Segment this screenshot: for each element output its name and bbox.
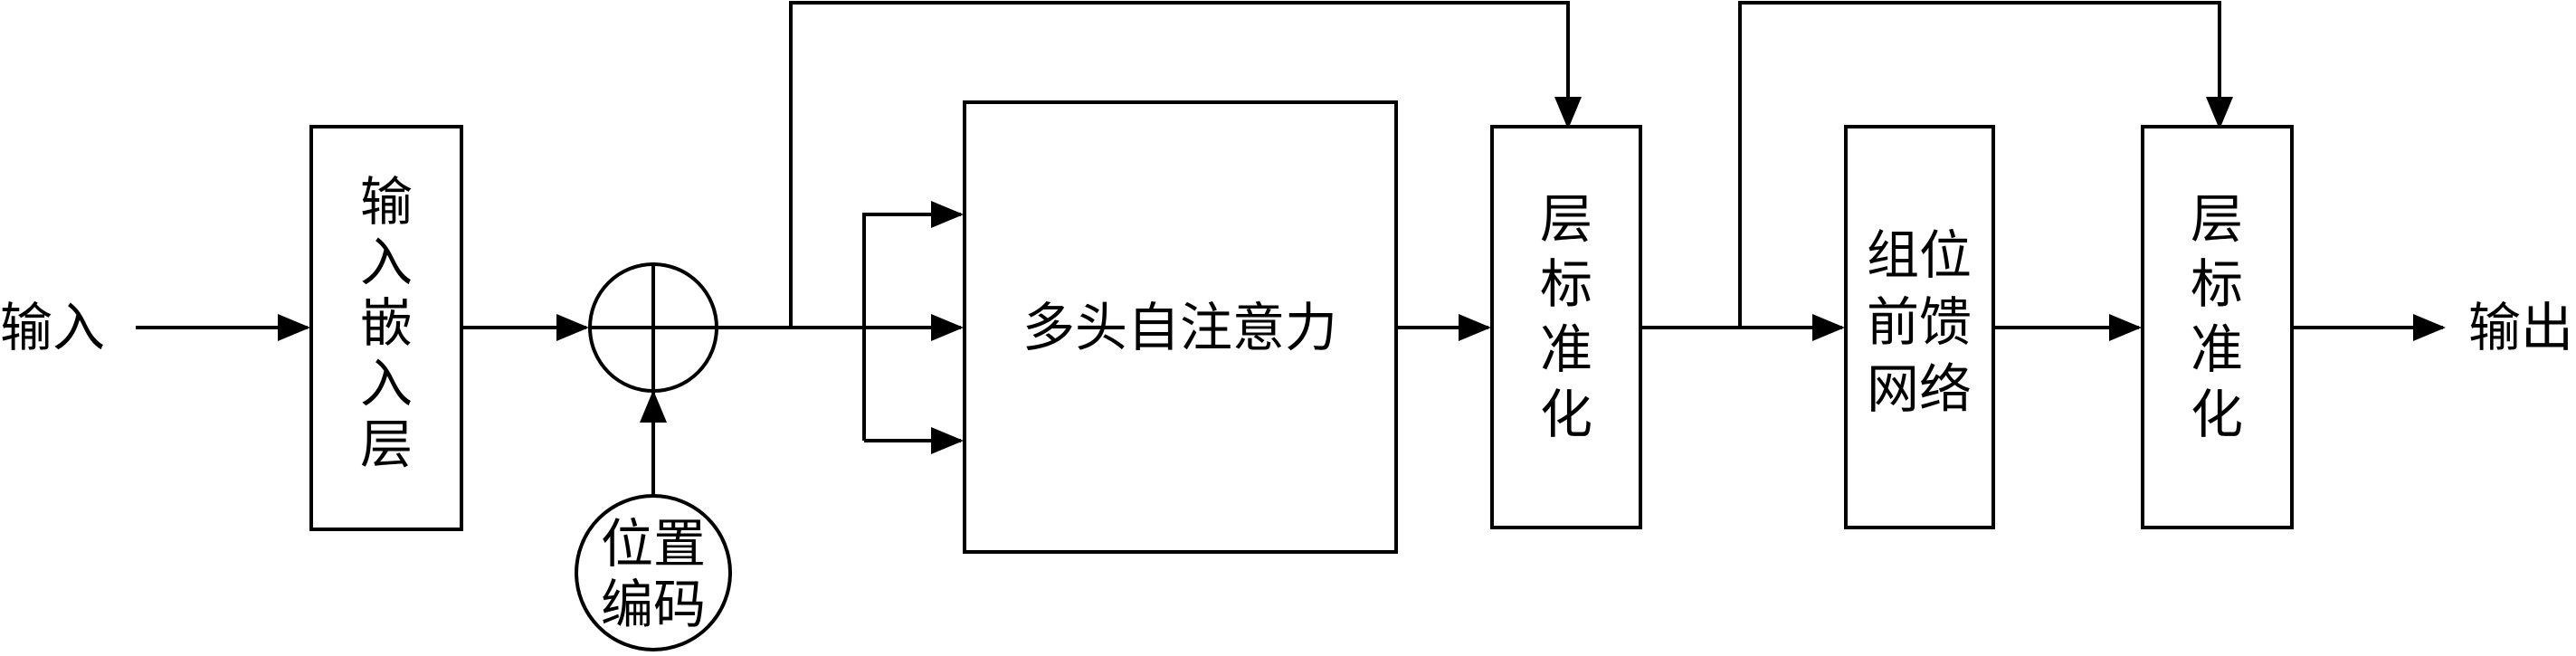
residual-connection-1 [789, 1, 1582, 328]
feed-forward-network: 组位 前馈 网络 [1844, 125, 1995, 529]
layer-norm-1-char-4: 化 [1540, 384, 1592, 445]
ffn-line-1: 组位 [1867, 224, 1972, 286]
multi-head-attention-box [963, 100, 1398, 554]
input-embedding-char-1: 输 [360, 171, 413, 233]
input-embedding-char-2: 入 [360, 232, 413, 293]
layer-norm-1-box [1490, 125, 1642, 529]
residual-connection-2 [1738, 1, 2233, 328]
input-embedding-layer: 输 入 嵌 入 层 [309, 125, 463, 531]
input-embedding-box [309, 125, 463, 531]
ffn-line-3: 网络 [1867, 358, 1972, 420]
positional-encoding-line-1: 位置 [601, 513, 706, 575]
positional-encoding: 位置 编码 [575, 494, 732, 651]
input-embedding-char-4: 入 [360, 353, 413, 414]
output-label: 输出 [2468, 297, 2573, 358]
layer-norm-1-char-2: 标 [1540, 253, 1592, 315]
layer-norm-1-char-3: 准 [1540, 318, 1592, 380]
positional-encoding-circle [575, 494, 732, 651]
layer-norm-1: 层 标 准 化 [1490, 125, 1642, 529]
layer-norm-2-char-1: 层 [2191, 188, 2243, 250]
positional-encoding-line-2: 编码 [601, 574, 706, 635]
add-operator [588, 262, 718, 393]
multi-head-attention-label: 多头自注意力 [1022, 297, 1337, 358]
ffn-box [1844, 125, 1995, 529]
multi-head-attention-block: 多头自注意力 [963, 100, 1398, 554]
input-label: 输入 [0, 297, 105, 358]
layer-norm-2-char-4: 化 [2191, 384, 2243, 445]
layer-norm-2-char-2: 标 [2191, 253, 2243, 315]
input-embedding-char-5: 层 [360, 414, 413, 475]
layer-norm-2-box [2141, 125, 2294, 529]
layer-norm-2: 层 标 准 化 [2141, 125, 2294, 529]
connectors [136, 1, 2446, 498]
layer-norm-2-char-3: 准 [2191, 318, 2243, 380]
ffn-line-2: 前馈 [1867, 291, 1972, 353]
layer-norm-1-char-1: 层 [1540, 188, 1592, 250]
input-embedding-char-3: 嵌 [360, 292, 413, 354]
